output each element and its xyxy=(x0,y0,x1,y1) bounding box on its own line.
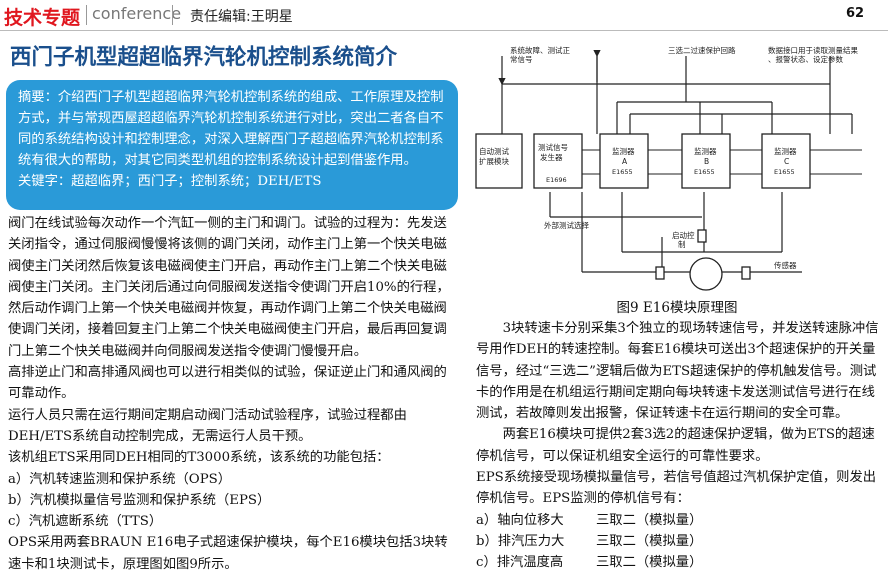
list-item: b）排汽压力大三取二（模拟量） xyxy=(476,533,703,549)
label-monitor-b: 监测器 xyxy=(694,146,717,156)
label-monitor-a: 监测器 xyxy=(612,146,635,156)
svg-text:C: C xyxy=(784,157,789,166)
figure-caption: 图9 E16模块原理图 xyxy=(616,300,738,316)
list-item: c）汽机遮断系统（TTS） xyxy=(8,514,163,530)
label-data-interface: 数据接口用于读取测量结果 xyxy=(768,45,858,55)
section-brand: 技术专题 xyxy=(4,7,81,29)
abstract-box: 摘要：介绍西门子机型超超临界汽轮机控制系统的组成、工作原理及控制方式，并与常规西… xyxy=(6,80,458,210)
list-item: a）汽机转速监测和保护系统（OPS） xyxy=(8,471,232,487)
label-sensor: 传感器 xyxy=(774,260,797,270)
editor-credit: 责任编辑:王明星 xyxy=(190,9,293,25)
left-column-text: 阀门在线试验每次动作一个汽缸一侧的主门和调门。试验的过程为：先发送关闭指令，通过… xyxy=(8,213,460,575)
paragraph: 两套E16模块可提供2套3选2的超速保护逻辑，做为ETS的超速停机信号，可以保证… xyxy=(476,427,875,464)
svg-text:E1655: E1655 xyxy=(774,168,795,176)
svg-text:A: A xyxy=(622,157,628,166)
label-external-test: 外部测试选择 xyxy=(544,220,589,230)
paragraph: 3块转速卡分别采集3个独立的现场转速信号，并发送转速脉冲信号用作DEH的转速控制… xyxy=(476,321,879,422)
diagram-svg: 系统故障、测试正 常信号 三选二过速保护回路 数据接口用于读取测量结果 、报警状… xyxy=(475,45,862,291)
svg-text:制: 制 xyxy=(678,239,686,249)
abstract-text: 摘要：介绍西门子机型超超临界汽轮机控制系统的组成、工作原理及控制方式，并与常规西… xyxy=(18,90,444,168)
header-divider xyxy=(172,5,173,25)
paragraph: 该机组ETS采用同DEH相同的T3000系统，该系统的功能包括： xyxy=(8,450,390,466)
page-number: 62 xyxy=(846,6,865,21)
keywords: 关键字：超超临界；西门子；控制系统；DEH/ETS xyxy=(18,174,322,189)
list-item: c）排汽温度高三取二（模拟量） xyxy=(476,555,703,571)
list-item: b）汽机模拟量信号监测和保护系统（EPS） xyxy=(8,492,271,508)
label-auto-test-module: 自动测试 xyxy=(479,146,509,156)
list-item: a）轴向位移大三取二（模拟量） xyxy=(476,512,703,528)
article-title: 西门子机型超超临界汽轮机控制系统简介 xyxy=(10,45,398,70)
paragraph: 运行人员只需在运行期间定期启动阀门活动试验程序，试验过程都由DEH/ETS系统自… xyxy=(8,407,407,444)
label-fault-signal: 系统故障、测试正 xyxy=(510,45,570,55)
svg-text:常信号: 常信号 xyxy=(510,54,533,64)
svg-text:E1655: E1655 xyxy=(694,168,715,176)
svg-text:扩展模块: 扩展模块 xyxy=(479,156,509,166)
paragraph: 高排逆止门和高排通风阀也可以进行相类似的试验，保证逆止门和通风阀的可靠动作。 xyxy=(8,365,447,402)
conference-label: conference xyxy=(92,4,182,23)
header-rule xyxy=(0,30,888,31)
label-monitor-c: 监测器 xyxy=(774,146,797,156)
label-test-signal-gen: 测试信号 xyxy=(538,142,568,152)
label-start-control: 启动控 xyxy=(672,230,695,240)
paragraph: EPS系统接受现场模拟量信号，若信号值超过汽机保护定值，则发出停机信号。EPS监… xyxy=(476,470,877,507)
right-column-text: 3块转速卡分别采集3个独立的现场转速信号，并发送转速脉冲信号用作DEH的转速控制… xyxy=(476,318,882,574)
svg-text:B: B xyxy=(704,157,709,166)
svg-text:E1655: E1655 xyxy=(612,168,633,176)
e16-module-diagram: 系统故障、测试正 常信号 三选二过速保护回路 数据接口用于读取测量结果 、报警状… xyxy=(472,42,880,292)
label-2oo3-loop: 三选二过速保护回路 xyxy=(668,45,736,55)
svg-text:E1696: E1696 xyxy=(546,176,567,184)
header-divider xyxy=(86,5,87,25)
svg-text:发生器: 发生器 xyxy=(540,152,563,162)
paragraph: 阀门在线试验每次动作一个汽缸一侧的主门和调门。试验的过程为：先发送关闭指令，通过… xyxy=(8,216,450,359)
paragraph: OPS采用两套BRAUN E16电子式超速保护模块，每个E16模块包括3块转速卡… xyxy=(8,535,448,572)
svg-text:、报警状态、设定参数: 、报警状态、设定参数 xyxy=(768,54,843,64)
